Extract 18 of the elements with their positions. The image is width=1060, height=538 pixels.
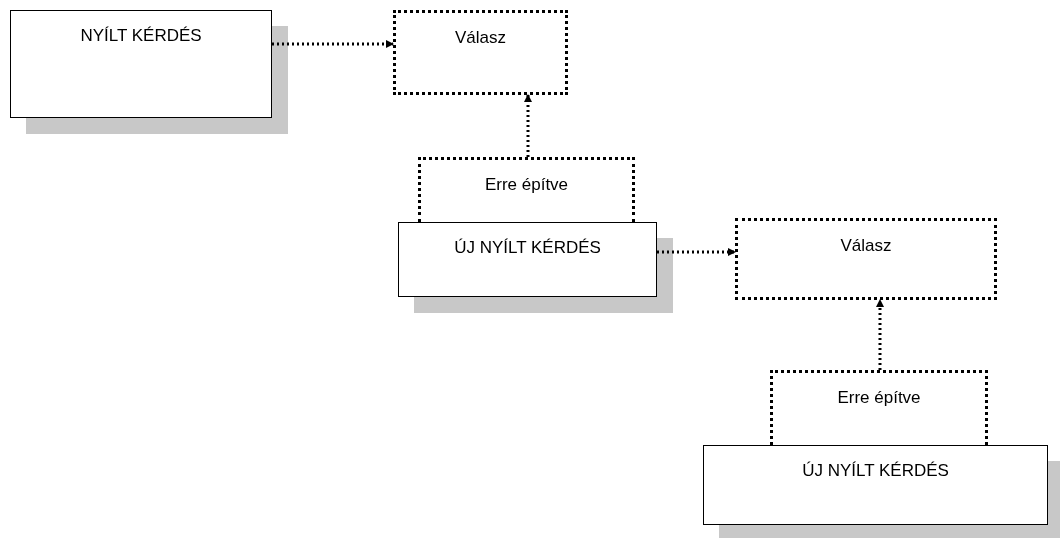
box-label: Erre építve	[484, 174, 569, 196]
box-label: Válasz	[840, 235, 892, 257]
dotted-box	[770, 370, 988, 445]
dotted-arrow	[876, 299, 884, 370]
box-label: Válasz	[455, 27, 506, 49]
dotted-box	[393, 10, 568, 95]
box-label: ÚJ NYÍLT KÉRDÉS	[454, 237, 601, 259]
dotted-arrow	[657, 248, 736, 256]
box-label: Erre építve	[837, 387, 921, 409]
question-box	[10, 10, 272, 118]
dotted-box	[735, 218, 997, 300]
dotted-box	[418, 157, 635, 222]
box-label: ÚJ NYÍLT KÉRDÉS	[802, 460, 949, 482]
question-box	[703, 445, 1048, 525]
box-label: NYÍLT KÉRDÉS	[80, 25, 202, 47]
dotted-arrow	[272, 40, 394, 48]
question-box	[398, 222, 657, 297]
dotted-arrow	[524, 94, 532, 157]
